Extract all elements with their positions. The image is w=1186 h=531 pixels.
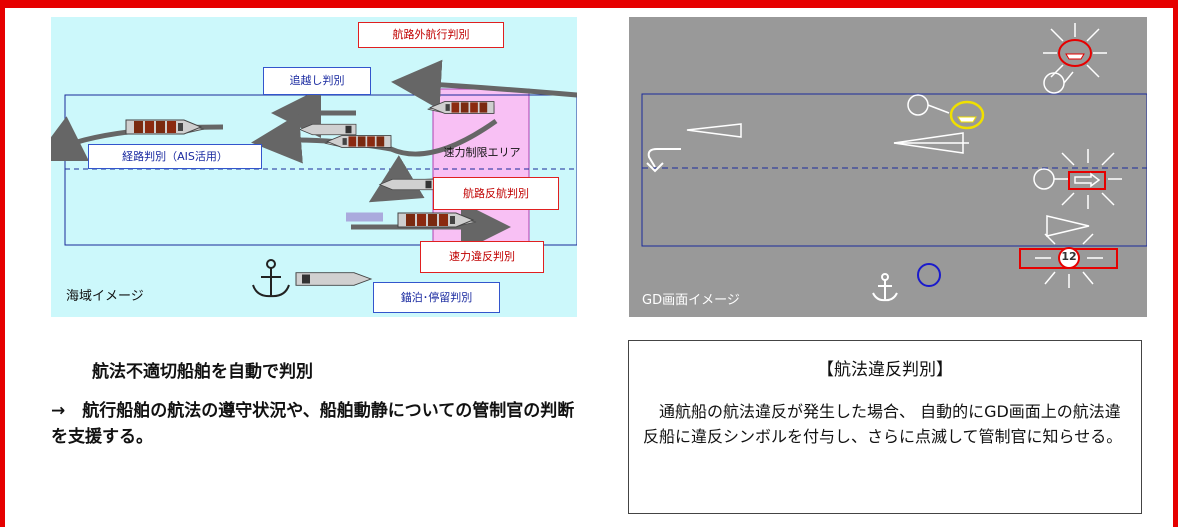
alert-ring: [1058, 39, 1092, 67]
page-title-fragment: る航行不適切船舶の自動判定: [0, 0, 221, 10]
label-speed-violation: 速力違反判別: [420, 241, 544, 273]
alert-box: [1068, 171, 1106, 190]
navigation-violation-box: 【航法違反判別】 通航船の航法違反が発生した場合、 自動的にGD画面上の航法違反…: [628, 340, 1142, 514]
label-route-ais: 経路判別（AIS活用）: [88, 144, 262, 169]
ship: [125, 119, 205, 135]
box-body: 通航船の航法違反が発生した場合、 自動的にGD画面上の航法違反船に違反シンボルを…: [643, 402, 1123, 446]
gd-caption: GD画面イメージ: [642, 293, 740, 308]
ship: [295, 272, 372, 286]
label-reverse: 航路反航判別: [433, 177, 559, 210]
gd-anchor-icon: [872, 273, 898, 302]
label-off-route: 航路外航行判別: [358, 22, 504, 48]
label-anchoring: 錨泊･停留判別: [373, 282, 500, 313]
box-title: 【航法違反判別】: [817, 360, 953, 380]
label-overtaking: 追越し判別: [263, 67, 371, 95]
sea-caption: 海域イメージ: [66, 289, 144, 304]
ship-marker-circle: [917, 263, 941, 287]
highlight-ring: [949, 100, 985, 130]
route-boundary: [64, 94, 577, 246]
ship: [299, 123, 357, 136]
sea-area-image: 航路外航行判別 追越し判別 経路判別（AIS活用） 速力制限エリア 航路反航判別…: [51, 17, 577, 317]
ship: [379, 178, 437, 191]
ship: [324, 135, 392, 148]
left-heading: 航法不適切船舶を自動で判別: [92, 362, 313, 382]
label-speed-zone: 速力制限エリア: [443, 146, 521, 159]
gd-route-boundary: [641, 93, 1147, 247]
left-body: → 航行船舶の航法の遵守状況や、船舶動静についての管制官の判断を支援する。: [51, 401, 575, 447]
gd-diagram: [641, 23, 1147, 302]
speed-badge: 12: [1061, 250, 1077, 263]
anchor-icon: [252, 259, 290, 298]
speed-badge-circle: [1058, 247, 1080, 269]
gd-screen-image: 12 GD画面イメージ: [629, 17, 1147, 317]
